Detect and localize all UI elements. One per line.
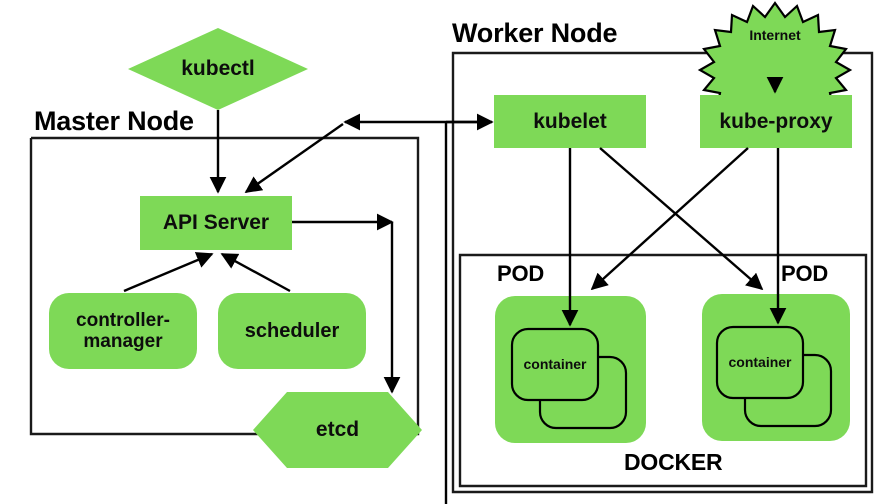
- master-node-label: Master Node: [34, 106, 194, 136]
- kubectl-shape: [128, 28, 308, 110]
- worker-node-label: Worker Node: [452, 18, 618, 48]
- pod-right-label: POD: [781, 261, 829, 286]
- edge-scheduler-to-api-server: [220, 252, 291, 293]
- edge-kubelet-to-pod-right: [599, 147, 764, 291]
- controller-manager-shape: [49, 293, 197, 369]
- edge-trunk-to-api-server: [244, 123, 344, 193]
- edge-controller-manager-to-api-server: [123, 252, 214, 293]
- edge-kube-proxy-to-pod-left: [590, 147, 749, 291]
- docker-boundary: [458, 253, 868, 488]
- docker-label: DOCKER: [624, 449, 723, 475]
- kubelet-shape: [494, 95, 646, 148]
- etcd-shape: [253, 392, 422, 468]
- container-left-shape: [510, 327, 600, 402]
- master-node-boundary: [29, 136, 420, 436]
- pod-left-label: POD: [497, 261, 545, 286]
- api-server-shape: [140, 196, 292, 250]
- scheduler-shape: [218, 293, 366, 369]
- container-right-shape: [715, 325, 805, 400]
- kube-proxy-shape: [700, 95, 852, 148]
